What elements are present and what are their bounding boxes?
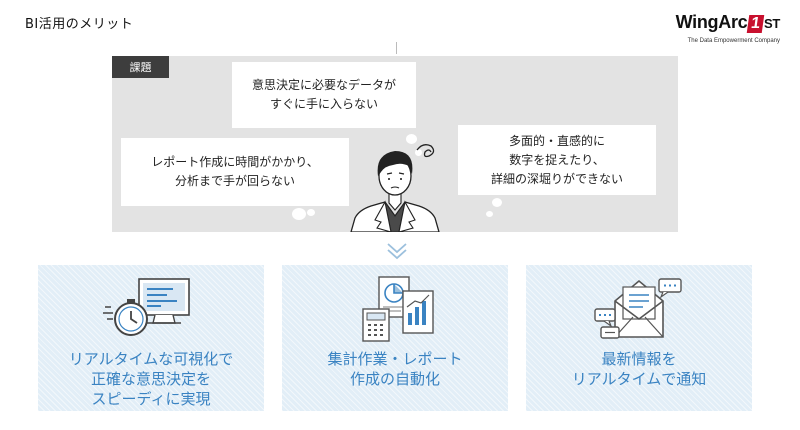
problem-tag: 課題 (112, 56, 169, 78)
double-chevron-down-icon (387, 243, 407, 260)
reports-calculator-icon (362, 276, 434, 342)
bubble-dot (415, 149, 422, 156)
benefit-line: リアルタイムな可視化で (68, 350, 234, 368)
logo-tagline: The Data Empowerment Company (687, 38, 780, 44)
benefit-line: リアルタイムで通知 (571, 370, 707, 388)
benefit-card-notification: 最新情報を リアルタイムで通知 (526, 265, 752, 411)
thought-bubble-data-access: 意思決定に必要なデータが すぐに手に入らない (232, 62, 416, 128)
problem-panel: 課題 意思決定に必要なデータが すぐに手に入らない レポート作成に時間がかかり、… (112, 56, 678, 232)
benefit-text: リアルタイムな可視化で 正確な意思決定を スピーディに実現 (38, 349, 264, 409)
benefit-card-visualization: リアルタイムな可視化で 正確な意思決定を スピーディに実現 (38, 265, 264, 411)
bubble-line: 分析まで手が回らない (174, 174, 295, 188)
envelope-notification-icon (594, 278, 682, 339)
bubble-line: 意思決定に必要なデータが (251, 78, 396, 92)
bubble-line: 数字を捉えたり、 (509, 152, 605, 167)
benefit-line: 集計作業・レポート (327, 350, 463, 368)
bubble-line: 詳細の深堀りができない (490, 171, 623, 186)
bubble-dot (406, 134, 417, 144)
bubble-dot (486, 211, 493, 217)
benefit-line: 最新情報を (601, 350, 677, 368)
benefit-line: 正確な意思決定を (90, 370, 211, 388)
thought-bubble-report-time: レポート作成に時間がかかり、 分析まで手が回らない (121, 138, 349, 206)
bubble-line: 多面的・直感的に (508, 133, 605, 148)
benefit-card-automation: 集計作業・レポート 作成の自動化 (282, 265, 508, 411)
thought-bubble-analysis: 多面的・直感的に 数字を捉えたり、 詳細の深堀りができない (458, 125, 656, 195)
bubble-dot (292, 208, 306, 220)
benefit-text: 最新情報を リアルタイムで通知 (526, 349, 752, 389)
page-title: BI活用のメリット (25, 17, 134, 32)
bubble-line: レポート作成に時間がかかり、 (151, 155, 319, 169)
benefit-text: 集計作業・レポート 作成の自動化 (282, 349, 508, 389)
benefit-line: スピーディに実現 (91, 390, 211, 408)
bubble-dot (492, 198, 502, 207)
worried-businessman-icon (350, 144, 440, 232)
bubble-line: すぐに手に入らない (269, 97, 378, 111)
bubble-dot (307, 209, 315, 216)
divider-tick (396, 42, 397, 54)
benefit-line: 作成の自動化 (349, 370, 440, 388)
stopwatch-monitor-icon (103, 278, 190, 336)
